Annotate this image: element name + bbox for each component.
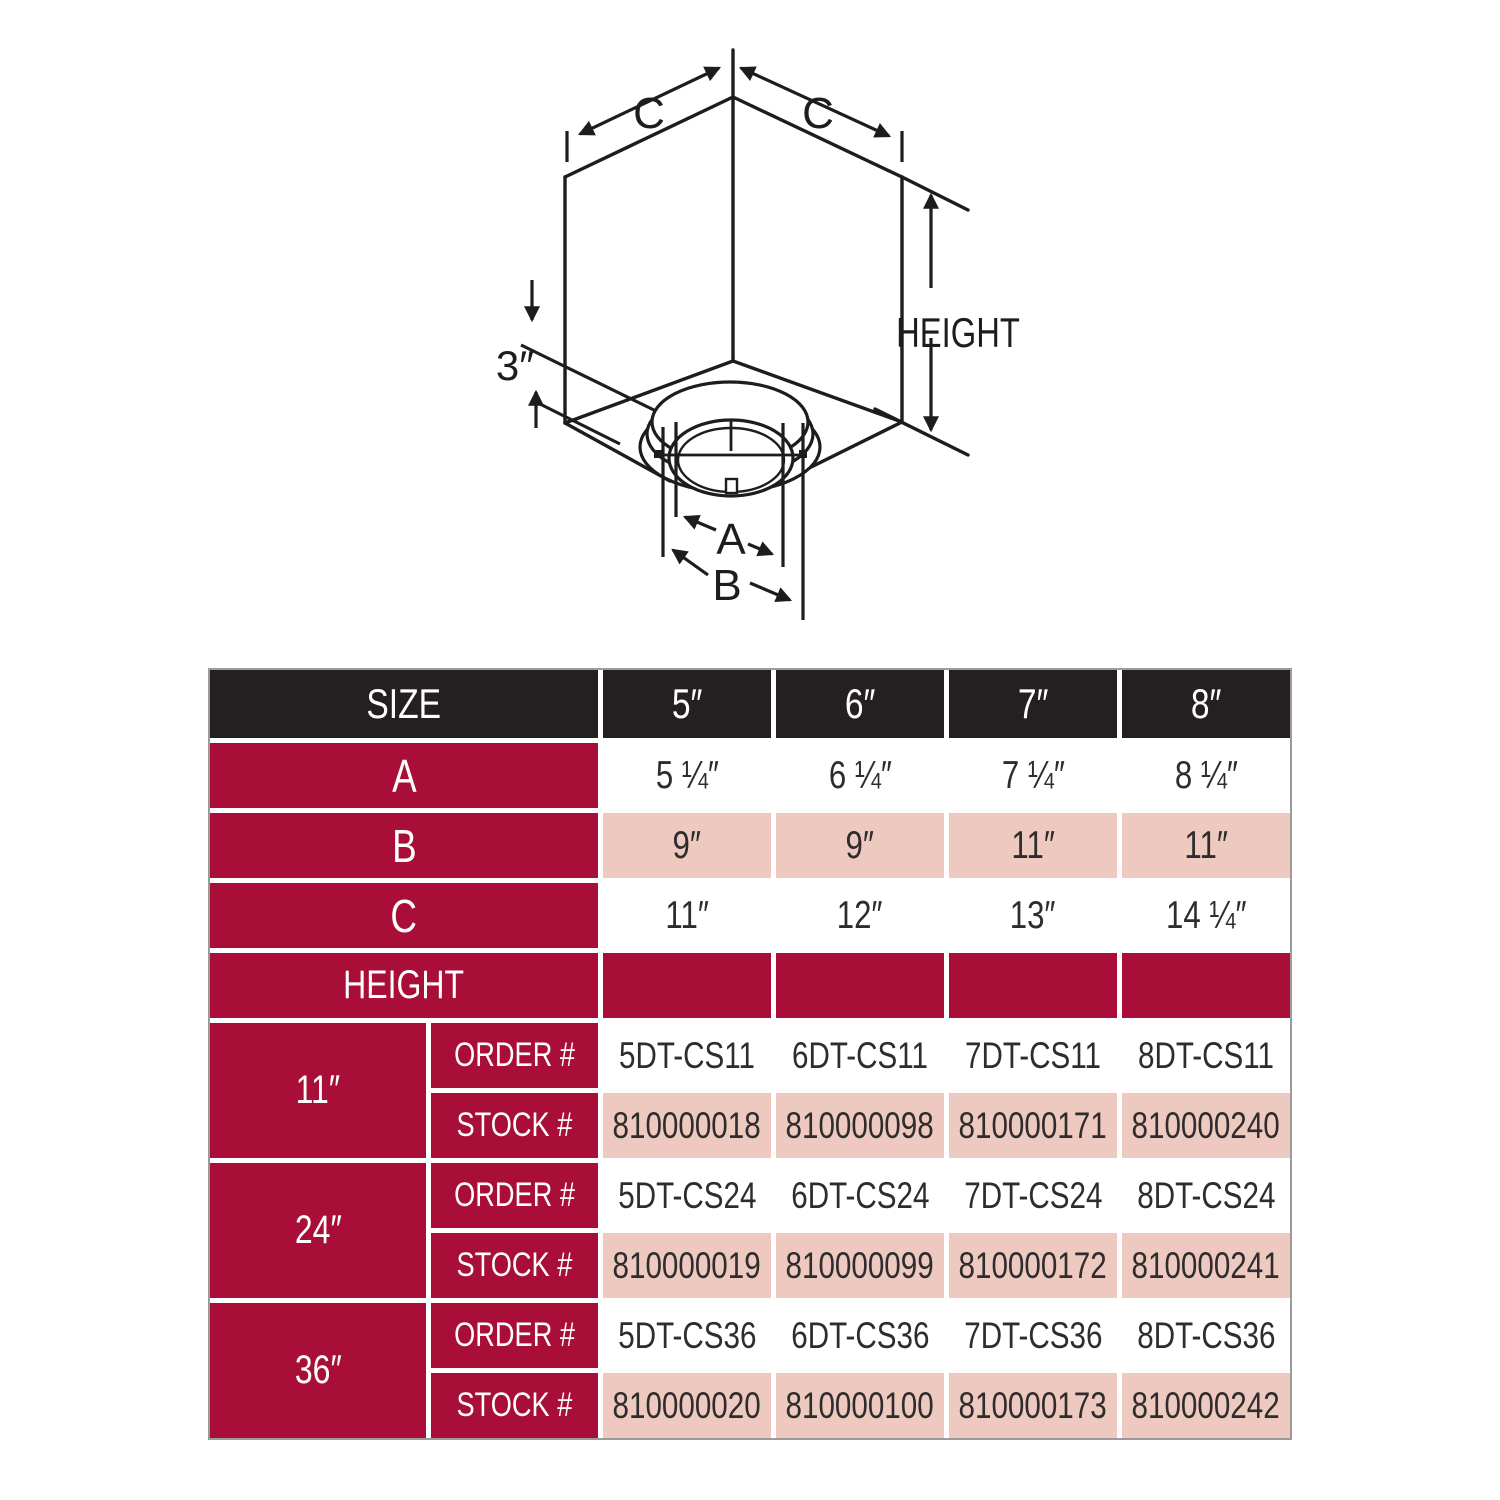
dim-c-6in: 12″ xyxy=(776,883,944,948)
dim-a-7in: 7 ¼″ xyxy=(949,743,1117,808)
stock-24-6in: 810000099 xyxy=(776,1233,944,1298)
order-24-8in: 8DT-CS24 xyxy=(1122,1163,1290,1228)
row-label-c: C xyxy=(210,883,598,948)
order-36-5in: 5DT-CS36 xyxy=(603,1303,771,1368)
dimension-lines xyxy=(520,66,939,620)
header-col-8in: 8″ xyxy=(1122,670,1290,738)
height-section-header: HEIGHT xyxy=(210,953,598,1018)
dim-b-8in: 11″ xyxy=(1122,813,1290,878)
dim-a-5in: 5 ¼″ xyxy=(603,743,771,808)
dim-b-6in: 9″ xyxy=(776,813,944,878)
header-size: SIZE xyxy=(210,670,598,738)
dim-label-height: HEIGHT xyxy=(896,309,1020,356)
dim-label-offset: 3″ xyxy=(496,342,534,389)
order-11-6in: 6DT-CS11 xyxy=(776,1023,944,1088)
header-col-7in: 7″ xyxy=(949,670,1117,738)
height-spacer-8in xyxy=(1122,953,1290,1018)
dim-b-7in: 11″ xyxy=(949,813,1117,878)
dim-label-b: B xyxy=(712,561,741,610)
order-24-6in: 6DT-CS24 xyxy=(776,1163,944,1228)
stock-36-5in: 810000020 xyxy=(603,1373,771,1438)
stock-24-5in: 810000019 xyxy=(603,1233,771,1298)
row-label-a: A xyxy=(210,743,598,808)
height-group-36: 36″ xyxy=(210,1303,426,1438)
stock-11-8in: 810000240 xyxy=(1122,1093,1290,1158)
dim-b-5in: 9″ xyxy=(603,813,771,878)
order-36-7in: 7DT-CS36 xyxy=(949,1303,1117,1368)
spec-table: SIZE 5″ 6″ 7″ 8″ A 5 ¼″ 6 ¼″ 7 ¼″ 8 ¼″ B… xyxy=(208,668,1292,1440)
stock-36-7in: 810000173 xyxy=(949,1373,1117,1438)
height-group-11: 11″ xyxy=(210,1023,426,1158)
stock-label-11: STOCK # xyxy=(431,1093,598,1158)
dim-label-c-right: C xyxy=(802,89,834,138)
height-spacer-7in xyxy=(949,953,1117,1018)
stock-24-8in: 810000241 xyxy=(1122,1233,1290,1298)
order-label-11: ORDER # xyxy=(431,1023,598,1088)
dim-a-6in: 6 ¼″ xyxy=(776,743,944,808)
row-label-b: B xyxy=(210,813,598,878)
dim-a-8in: 8 ¼″ xyxy=(1122,743,1290,808)
support-box-diagram: C C HEIGHT 3″ A B xyxy=(496,48,1020,620)
order-label-24: ORDER # xyxy=(431,1163,598,1228)
dim-c-8in: 14 ¼″ xyxy=(1122,883,1290,948)
stock-36-8in: 810000242 xyxy=(1122,1373,1290,1438)
dim-label-c-left: C xyxy=(633,89,665,138)
stock-11-5in: 810000018 xyxy=(603,1093,771,1158)
stock-11-7in: 810000171 xyxy=(949,1093,1117,1158)
header-col-6in: 6″ xyxy=(776,670,944,738)
order-11-5in: 5DT-CS11 xyxy=(603,1023,771,1088)
order-11-8in: 8DT-CS11 xyxy=(1122,1023,1290,1088)
stock-36-6in: 810000100 xyxy=(776,1373,944,1438)
stock-11-6in: 810000098 xyxy=(776,1093,944,1158)
height-spacer-5in xyxy=(603,953,771,1018)
height-group-24: 24″ xyxy=(210,1163,426,1298)
order-24-5in: 5DT-CS24 xyxy=(603,1163,771,1228)
stock-24-7in: 810000172 xyxy=(949,1233,1117,1298)
height-spacer-6in xyxy=(776,953,944,1018)
dim-label-a: A xyxy=(716,515,746,564)
order-36-6in: 6DT-CS36 xyxy=(776,1303,944,1368)
dim-c-5in: 11″ xyxy=(603,883,771,948)
stock-label-36: STOCK # xyxy=(431,1373,598,1438)
order-24-7in: 7DT-CS24 xyxy=(949,1163,1117,1228)
order-label-36: ORDER # xyxy=(431,1303,598,1368)
order-11-7in: 7DT-CS11 xyxy=(949,1023,1117,1088)
dim-c-7in: 13″ xyxy=(949,883,1117,948)
header-col-5in: 5″ xyxy=(603,670,771,738)
collar-rings xyxy=(638,380,822,498)
stock-label-24: STOCK # xyxy=(431,1233,598,1298)
order-36-8in: 8DT-CS36 xyxy=(1122,1303,1290,1368)
